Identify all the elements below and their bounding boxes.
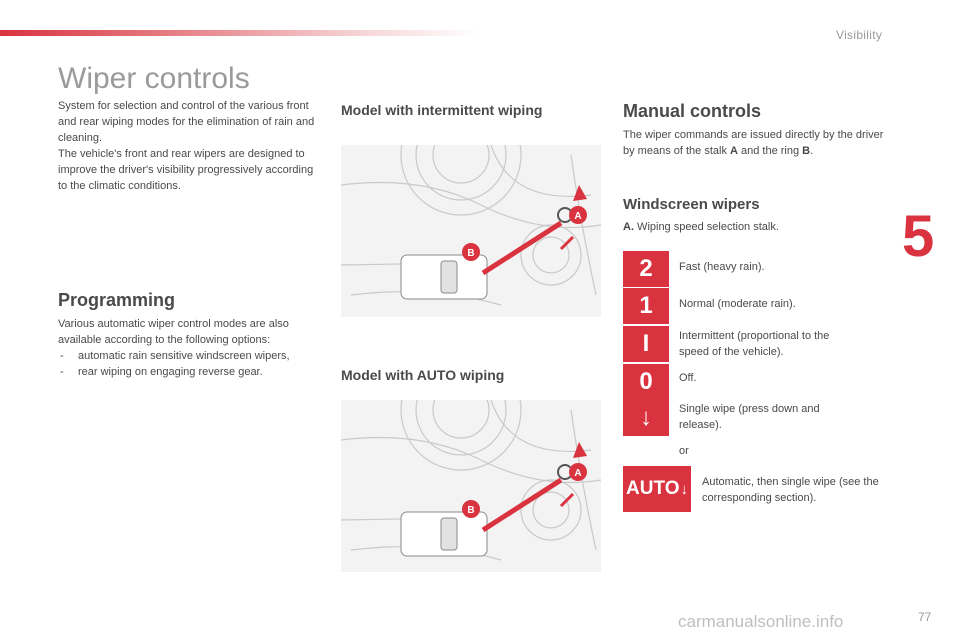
- ring-ref: B: [802, 145, 811, 157]
- mode-normal-text: Normal (moderate rain).: [679, 298, 796, 310]
- manual-text-part: The wiper commands are issued directly b…: [623, 129, 884, 157]
- windscreen-wipers-heading: Windscreen wipers: [623, 196, 760, 213]
- callout-b-label: B: [467, 505, 474, 516]
- wiper-stalk-illustration-auto: A B: [341, 400, 601, 572]
- stalk-label: A.: [623, 221, 634, 233]
- intro-paragraph-2: The vehicle's front and rear wipers are …: [58, 148, 314, 192]
- down-arrow-icon: ↓: [680, 480, 688, 498]
- manual-text-part: and the ring: [737, 145, 803, 157]
- stalk-diagram-icon: A B: [341, 145, 601, 306]
- mode-normal-icon: 1: [623, 288, 669, 324]
- callout-a-label: A: [574, 468, 581, 479]
- manual-text-part: .: [810, 145, 814, 157]
- header-accent-bar: [0, 30, 480, 36]
- stalk-diagram-icon: A B: [341, 400, 601, 561]
- model-auto-heading: Model with AUTO wiping: [341, 367, 505, 383]
- mode-single-wipe-text: Single wipe (press down and release).: [679, 403, 820, 431]
- programming-list: automatic rain sensitive windscreen wipe…: [58, 348, 328, 380]
- stalk-ref: A: [730, 145, 738, 157]
- auto-mode-icon: AUTO↓: [623, 466, 691, 512]
- mode-intermittent-icon: I: [623, 326, 669, 362]
- auto-symbol: AUTO: [626, 478, 680, 499]
- mode-off-text: Off.: [679, 372, 697, 384]
- mode-fast-text: Fast (heavy rain).: [679, 261, 765, 273]
- mode-off-icon: 0: [623, 364, 669, 400]
- programming-text: Various automatic wiper control modes ar…: [58, 318, 289, 346]
- programming-heading: Programming: [58, 290, 176, 310]
- watermark: carmanualsonline.info: [678, 612, 844, 631]
- manual-controls-text: The wiper commands are issued directly b…: [623, 127, 891, 159]
- section-label: Visibility: [836, 28, 883, 42]
- mode-intermittent-text: Intermittent (proportional to the speed …: [679, 330, 830, 358]
- wiper-stalk-illustration-intermittent: A B: [341, 145, 601, 317]
- callout-b-label: B: [467, 248, 474, 259]
- mode-fast-icon: 2: [623, 251, 669, 287]
- intro-paragraph-1: System for selection and control of the …: [58, 100, 315, 144]
- page-title: Wiper controls: [58, 62, 250, 95]
- list-item: automatic rain sensitive windscreen wipe…: [58, 348, 328, 364]
- stalk-text: Wiping speed selection stalk.: [634, 221, 779, 233]
- list-item: rear wiping on engaging reverse gear.: [58, 364, 328, 380]
- page-number: 77: [918, 610, 932, 624]
- model-intermittent-heading: Model with intermittent wiping: [341, 102, 543, 118]
- mode-auto-text: Automatic, then single wipe (see the cor…: [702, 476, 879, 504]
- manual-controls-heading: Manual controls: [623, 101, 762, 121]
- callout-a-label: A: [574, 211, 581, 222]
- or-text: or: [679, 445, 689, 457]
- chapter-number: 5: [902, 204, 935, 269]
- stalk-description: A. Wiping speed selection stalk.: [623, 219, 883, 235]
- single-wipe-down-arrow-icon: ↓: [623, 400, 669, 436]
